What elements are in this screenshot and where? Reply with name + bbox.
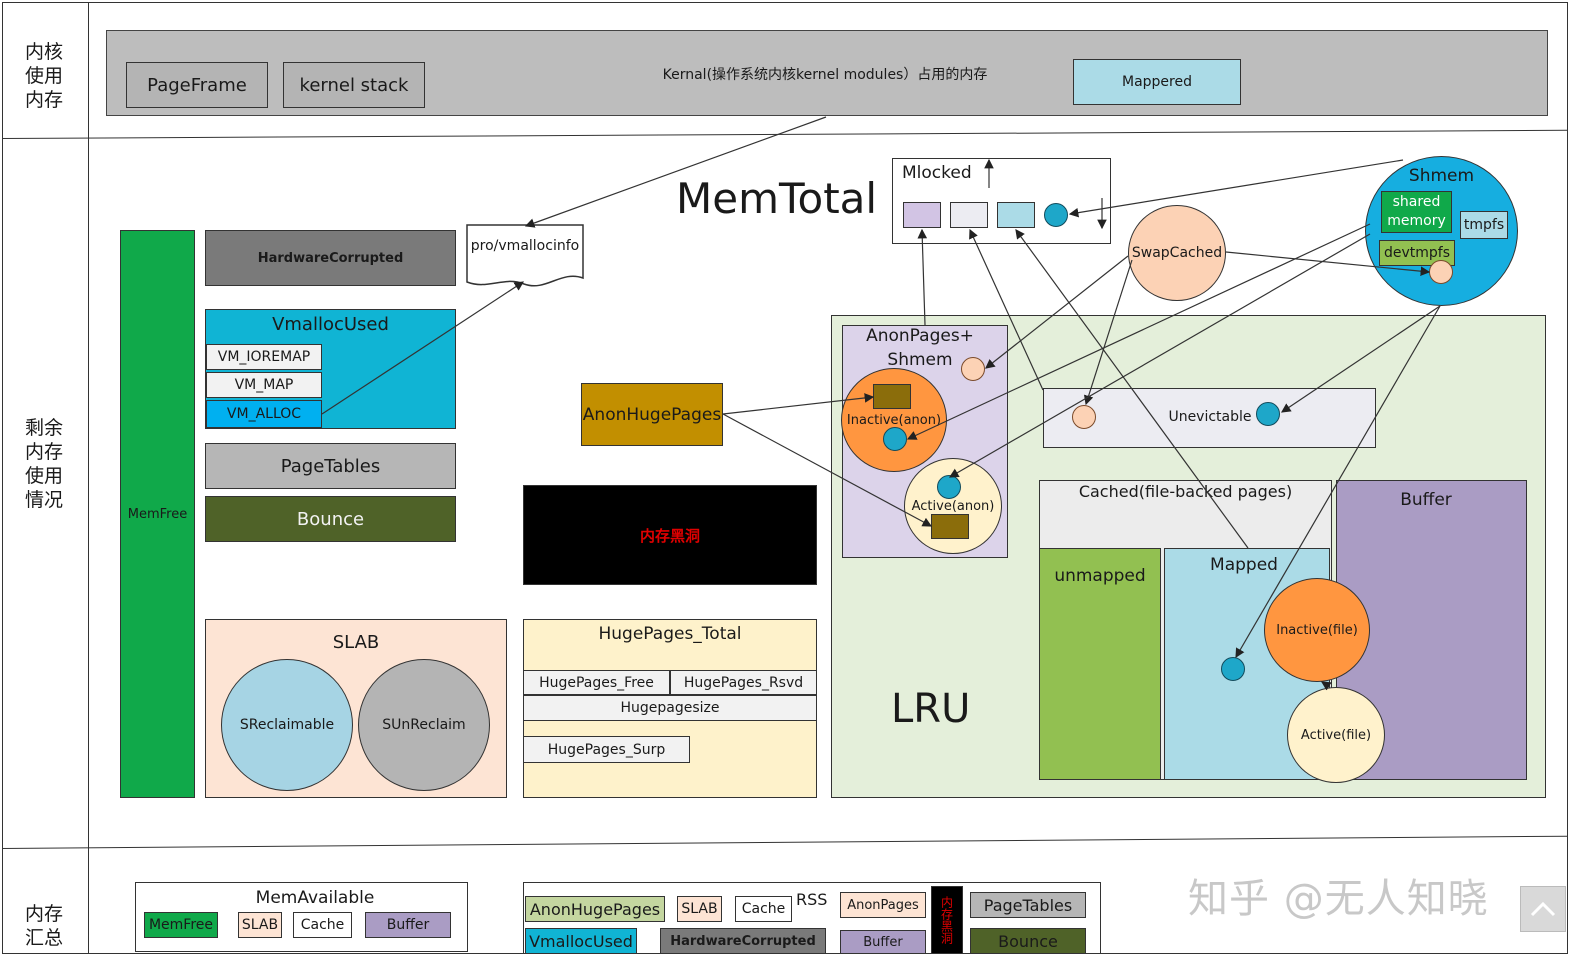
summary-cache2: Cache: [735, 896, 792, 922]
inactive-anon-hugepage-swatch: [873, 384, 911, 409]
shmem-label: Shmem: [1408, 166, 1475, 186]
summary-cache: Cache: [293, 912, 352, 938]
mapped-shmem-dot: [1221, 657, 1245, 681]
hugepagesize-box: Hugepagesize: [523, 695, 817, 721]
summary-slab: SLAB: [238, 912, 282, 938]
slab-label: SLAB: [332, 632, 380, 653]
inactive-anon-shmem-dot: [883, 427, 907, 451]
mlocked-anon-swatch: [903, 202, 941, 228]
summary-hardwarecorrupted: HardwareCorrupted: [660, 928, 826, 954]
mappered-box: Mappered: [1073, 59, 1241, 105]
unmapped-box: [1039, 548, 1161, 780]
sreclaimable-circle: SReclaimable: [221, 659, 353, 791]
rss-label: RSS: [796, 890, 828, 909]
tmpfs-box: tmpfs: [1460, 211, 1508, 239]
sunreclaim-circle: SUnReclaim: [358, 659, 490, 791]
hardwarecorrupted-box: HardwareCorrupted: [205, 230, 456, 286]
cached-label: Cached(file-backed pages): [1078, 482, 1293, 501]
summary-pagetables: PageTables: [970, 892, 1086, 918]
vmallocinfo-document-shape: [466, 224, 584, 287]
vm-map-box: VM_MAP: [206, 372, 322, 398]
vmallocused-label: VmallocUsed: [272, 314, 389, 335]
memory-blackhole-box: 内存黑洞: [523, 485, 817, 585]
row-label-summary: 内存 汇总: [24, 903, 63, 949]
unmapped-label: unmapped: [1054, 566, 1146, 586]
active-anon-circle: Active(anon): [904, 458, 1002, 554]
unevictable-swap-dot: [1072, 405, 1096, 429]
buffer-label: Buffer: [1400, 490, 1452, 510]
active-file-circle: Active(file): [1287, 687, 1385, 783]
row-label-column-divider: [88, 2, 89, 954]
active-anon-hugepage-swatch: [931, 514, 969, 539]
summary-bounce: Bounce: [970, 928, 1086, 954]
summary-vmallocused: VmallocUsed: [525, 928, 637, 954]
row-label-kernel: 内核 使用 内存: [24, 41, 63, 111]
hugepages-free-box: HugePages_Free: [523, 670, 670, 695]
memtotal-title: MemTotal: [676, 174, 878, 223]
summary-anonhugepages: AnonHugePages: [525, 896, 665, 922]
watermark: 知乎 @无人知晓: [1188, 876, 1489, 922]
vm-alloc-box: VM_ALLOC: [206, 400, 322, 428]
chevron-up-icon: [1530, 901, 1556, 917]
swapcached-circle: SwapCached: [1128, 205, 1226, 301]
active-anon-shmem-dot: [937, 475, 961, 499]
mlocked-shmem-dot: [1044, 203, 1068, 227]
lru-label: LRU: [891, 686, 971, 732]
summary-buffer: Buffer: [365, 912, 451, 938]
pageframe-box: PageFrame: [126, 62, 268, 108]
anonhugepages-box: AnonHugePages: [581, 383, 723, 446]
kernel-stack-box: kernel stack: [283, 62, 425, 108]
hugepages-total-label: HugePages_Total: [598, 624, 742, 644]
summary-buffer2: Buffer: [840, 930, 926, 954]
shmem-swap-dot: [1429, 260, 1453, 284]
mapped-label: Mapped: [1210, 555, 1278, 575]
mlocked-label: Mlocked: [902, 163, 972, 183]
hugepages-surp-box: HugePages_Surp: [523, 736, 690, 763]
summary-slab2: SLAB: [677, 896, 722, 922]
summary-anonpages: AnonPages: [840, 892, 926, 918]
memfree-bar: MemFree: [120, 230, 195, 798]
summary-memfree: MemFree: [144, 912, 218, 938]
pagetables-box: PageTables: [205, 443, 456, 489]
unevictable-shmem-dot: [1256, 402, 1280, 426]
hugepages-rsvd-box: HugePages_Rsvd: [670, 670, 817, 695]
vm-ioremap-box: VM_IOREMAP: [206, 344, 322, 370]
shared-memory-box: shared memory: [1381, 191, 1452, 233]
scroll-to-top-button[interactable]: [1520, 886, 1566, 932]
bounce-box: Bounce: [205, 496, 456, 542]
mlocked-unevictable-swatch: [950, 202, 988, 228]
mlocked-mapped-swatch: [997, 202, 1035, 228]
inactive-file-circle: Inactive(file): [1264, 578, 1370, 682]
memavailable-label: MemAvailable: [255, 888, 375, 908]
anon-swap-dot: [961, 357, 985, 381]
row-label-remaining: 剩余 内存 使用 情况: [24, 417, 63, 511]
kernel-description: Kernal(操作系统内核kernel modules）占用的内存: [662, 67, 988, 83]
summary-blackhole: 内存黑洞: [931, 886, 963, 954]
vmallocinfo-label: pro/vmallocinfo: [470, 238, 580, 254]
